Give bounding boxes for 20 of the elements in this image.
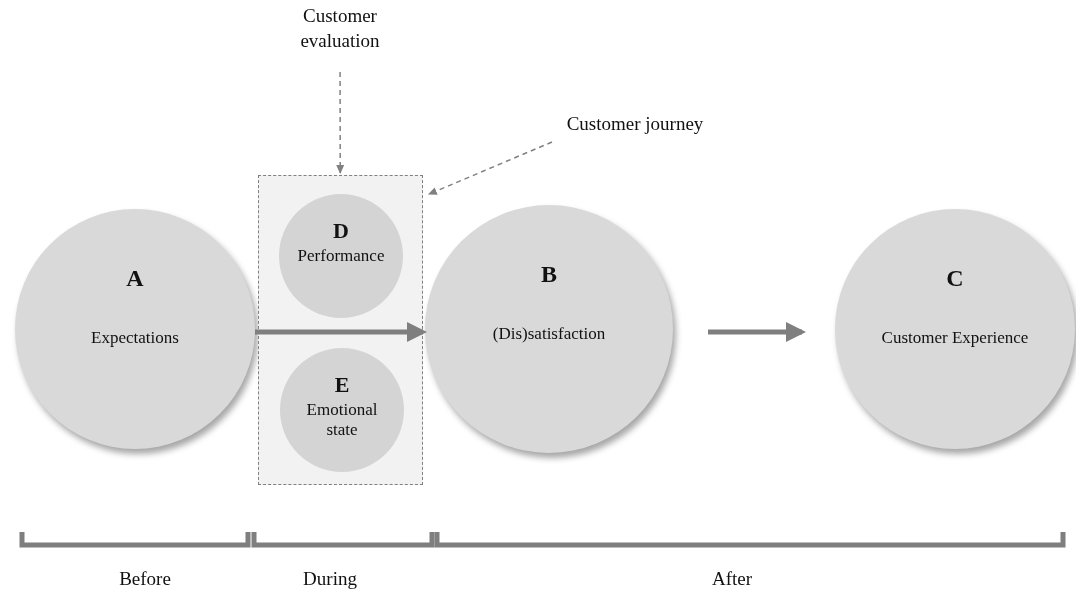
circle-letter: C bbox=[946, 265, 964, 292]
circle-letter: E bbox=[334, 372, 350, 398]
circle-label: Expectations bbox=[91, 328, 179, 349]
circle-letter: D bbox=[333, 218, 349, 244]
circle-letter: B bbox=[541, 261, 557, 288]
circle-label: Customer Experience bbox=[881, 328, 1029, 349]
arrow bbox=[255, 322, 427, 342]
dashed-group-box bbox=[258, 175, 423, 485]
circle-letter: A bbox=[126, 265, 144, 292]
annotation-text: Customer evaluation bbox=[280, 4, 400, 54]
phase-label: Before bbox=[118, 568, 172, 590]
circle-label: Emotional state bbox=[305, 400, 379, 441]
circle-label: (Dis)satisfaction bbox=[492, 324, 606, 345]
dashed-arrow bbox=[336, 71, 345, 174]
arrow bbox=[708, 322, 806, 342]
circle-label: Performance bbox=[297, 246, 385, 267]
dashed-arrow bbox=[427, 141, 553, 195]
annotation-text: Customer journey bbox=[540, 112, 730, 137]
phase-label: After bbox=[710, 568, 754, 590]
phase-label: During bbox=[302, 568, 358, 590]
